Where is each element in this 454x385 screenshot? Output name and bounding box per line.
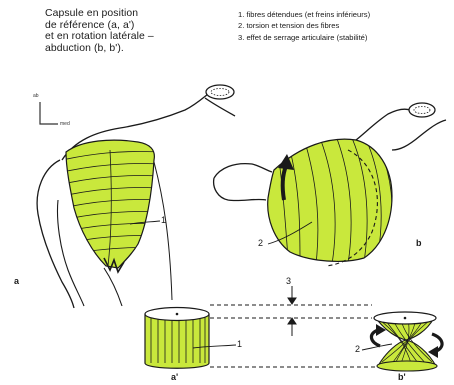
label-1-top: 1	[161, 215, 166, 225]
axis-indicator	[40, 102, 58, 124]
reference-lines	[210, 305, 408, 367]
axis-label-vertical: ab	[33, 93, 39, 99]
label-2-bottom: 2	[355, 344, 360, 354]
figure-a-prime-cylinder	[145, 308, 236, 372]
figure-label-a-prime: a'	[171, 372, 178, 382]
label-2-top: 2	[258, 238, 263, 248]
label-3: 3	[286, 276, 291, 286]
figure-label-a: a	[14, 276, 19, 286]
figure-label-b: b	[416, 238, 422, 248]
figure-b-shoulder	[214, 103, 446, 266]
axis-label-horizontal: med	[60, 121, 70, 127]
figure-b-prime-twist	[362, 312, 442, 371]
label-1-bottom: 1	[237, 339, 242, 349]
figure-a-shoulder	[37, 85, 235, 308]
arrows-3	[288, 286, 296, 336]
figure-label-b-prime: b'	[398, 372, 406, 382]
